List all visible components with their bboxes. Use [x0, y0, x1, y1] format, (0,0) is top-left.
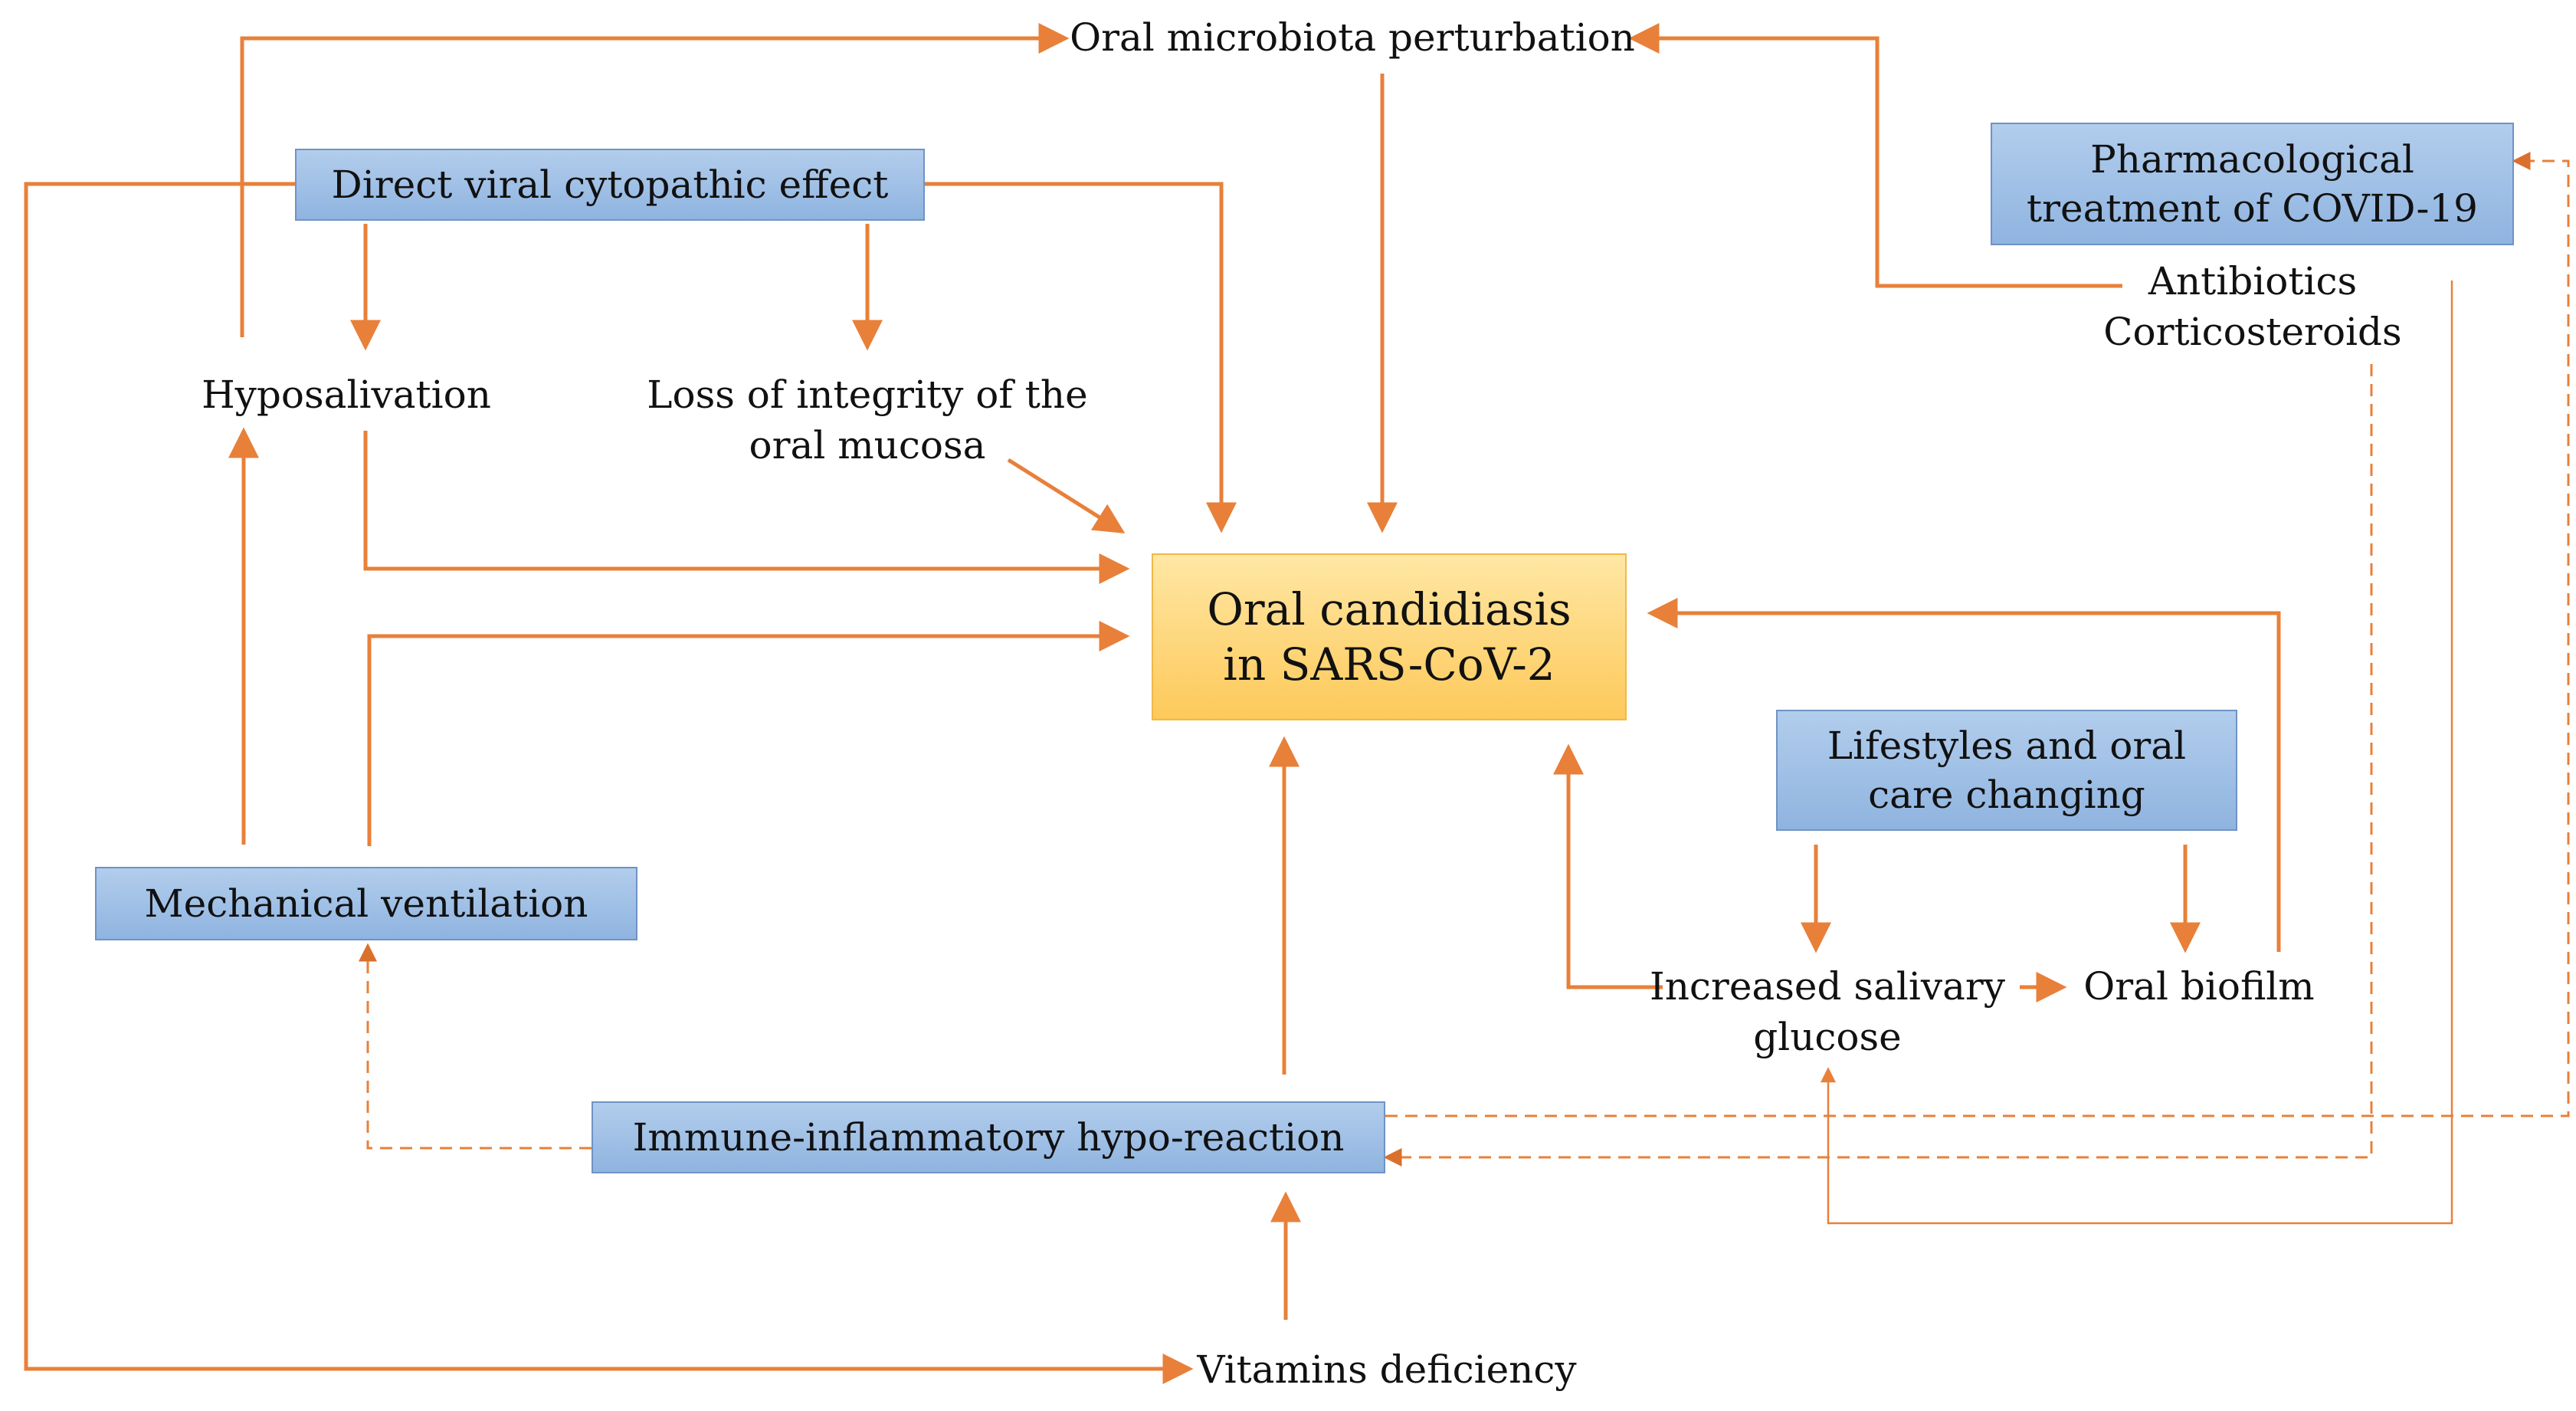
oral-candidiasis-center-box: Oral candidiasis in SARS-CoV-2 [1152, 553, 1627, 720]
dashed-arrow-corticosteroids-to-immune [1383, 364, 2373, 1167]
loss-of-integrity-oral-mucosa-label: Loss of integrity of the oral mucosa [630, 369, 1105, 471]
dashed-arrow-immune-to-ventilation [359, 943, 592, 1150]
direct-viral-cytopathic-effect-label: Direct viral cytopathic effect [331, 162, 889, 207]
loss-of-integrity-line1: Loss of integrity of the [647, 372, 1088, 417]
arrow-hyposalivation-to-microbiota [240, 23, 1070, 337]
arrow-glucose-to-candidiasis [1553, 743, 1663, 989]
pharmacological-treatment-label-line1: Pharmacological [2090, 137, 2414, 182]
arrow-ventilation-to-candidiasis [367, 621, 1130, 846]
corticosteroids-label: Corticosteroids [2103, 310, 2402, 354]
vitamins-deficiency-label: Vitamins deficiency [1197, 1347, 1577, 1392]
arrow-biofilm-to-candidiasis [1647, 598, 2281, 952]
arrow-mucosa-to-candidiasis [1007, 458, 1126, 533]
mechanical-ventilation-label: Mechanical ventilation [144, 881, 588, 926]
oral-biofilm-label: Oral biofilm [2083, 964, 2315, 1009]
arrow-antibiotics-to-microbiota [1628, 23, 2122, 288]
lifestyles-oral-care-label-line1: Lifestyles and oral [1827, 724, 2187, 768]
antibiotics-label: Antibiotics [2148, 259, 2358, 304]
increased-salivary-line1: Increased salivary [1649, 964, 2006, 1009]
immune-inflammatory-hypo-reaction-box: Immune-inflammatory hypo-reaction [592, 1101, 1385, 1173]
pharmacological-treatment-box: Pharmacological treatment of COVID-19 [1991, 123, 2514, 245]
arrow-corticosteroids-to-glucose [1821, 281, 2453, 1225]
dashed-arrow-immune-to-pharmacological [1385, 152, 2570, 1117]
hyposalivation-label: Hyposalivation [202, 372, 491, 417]
lifestyles-oral-care-box: Lifestyles and oral care changing [1776, 710, 2237, 831]
oral-microbiota-perturbation-label: Oral microbiota perturbation [1070, 15, 1635, 60]
arrow-viral-to-candidiasis [923, 182, 1237, 533]
arrow-viral-to-vitamins [24, 182, 1194, 1384]
lifestyles-oral-care-label-line2: care changing [1868, 773, 2145, 817]
mechanical-ventilation-box: Mechanical ventilation [95, 867, 637, 940]
increased-salivary-glucose-label: Increased salivary glucose [1647, 961, 2007, 1062]
arrow-hyposalivation-to-candidiasis [363, 431, 1130, 584]
oral-candidiasis-title-line1: Oral candidiasis [1207, 583, 1571, 635]
increased-salivary-line2: glucose [1753, 1015, 1902, 1059]
direct-viral-cytopathic-effect-box: Direct viral cytopathic effect [295, 149, 925, 221]
pharmacological-treatment-label-line2: treatment of COVID-19 [2027, 186, 2478, 231]
antibiotics-corticosteroids-label: Antibiotics Corticosteroids [2069, 256, 2437, 357]
loss-of-integrity-line2: oral mucosa [749, 423, 986, 468]
oral-candidiasis-title-line2: in SARS-CoV-2 [1223, 638, 1555, 691]
immune-inflammatory-hypo-reaction-label: Immune-inflammatory hypo-reaction [632, 1115, 1345, 1160]
